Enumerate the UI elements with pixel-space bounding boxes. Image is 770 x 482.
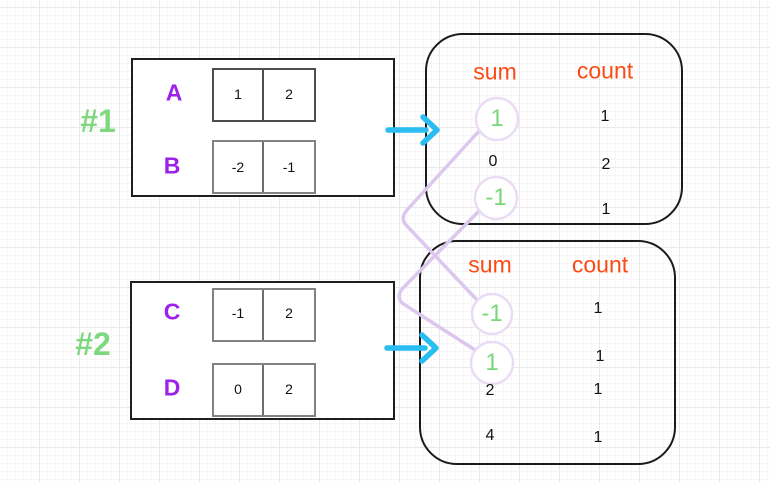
table-1-count-value: 1 — [600, 108, 610, 125]
array-a-cell-1-value: 2 — [285, 86, 293, 102]
group-2-label: #2 — [75, 326, 111, 362]
table-2-sum-value: 2 — [485, 382, 495, 399]
sum-table-1-box — [425, 33, 683, 225]
array-cell — [214, 290, 264, 340]
table-2-count-value: 1 — [593, 300, 603, 317]
array-c-cell-0-value: -1 — [231, 305, 245, 321]
sum-header-2: sum — [468, 251, 512, 278]
array-cell — [214, 365, 264, 415]
array-d-cell-1-value: 2 — [285, 381, 293, 397]
array-a-cells — [212, 68, 316, 122]
array-b-cell-0-value: -2 — [231, 159, 245, 175]
sum-table-2-box — [419, 240, 676, 465]
array-a-cell-0-value: 1 — [234, 86, 242, 102]
group-1-label: #1 — [80, 103, 116, 139]
table-2-count-value: 1 — [595, 348, 605, 365]
array-c-cells — [212, 288, 316, 342]
array-d-cell-0-value: 0 — [234, 381, 242, 397]
table-2-sum-value: 4 — [485, 427, 495, 444]
array-b-cell-1-value: -1 — [282, 159, 296, 175]
array-a-label: A — [165, 79, 183, 106]
table-1-count-value: 1 — [601, 201, 611, 218]
table-2-sum-value: 1 — [485, 349, 499, 376]
table-2-count-value: 1 — [593, 381, 603, 398]
array-d-label: D — [163, 374, 181, 401]
count-header-2: count — [571, 251, 629, 278]
count-header-1: count — [576, 57, 634, 84]
table-2-count-value: 1 — [593, 429, 603, 446]
sum-header-1: sum — [473, 58, 517, 85]
table-1-sum-value: -1 — [485, 184, 507, 211]
table-1-count-value: 2 — [601, 156, 611, 173]
table-1-sum-value: 0 — [488, 153, 498, 170]
array-b-cells — [212, 140, 316, 194]
array-c-label: C — [163, 298, 181, 325]
array-d-cells — [212, 363, 316, 417]
table-1-sum-value: 1 — [490, 105, 504, 132]
array-c-cell-1-value: 2 — [285, 305, 293, 321]
array-cell — [214, 142, 264, 192]
array-b-label: B — [163, 152, 181, 179]
table-2-sum-value: -1 — [481, 300, 503, 327]
array-cell — [214, 70, 264, 120]
